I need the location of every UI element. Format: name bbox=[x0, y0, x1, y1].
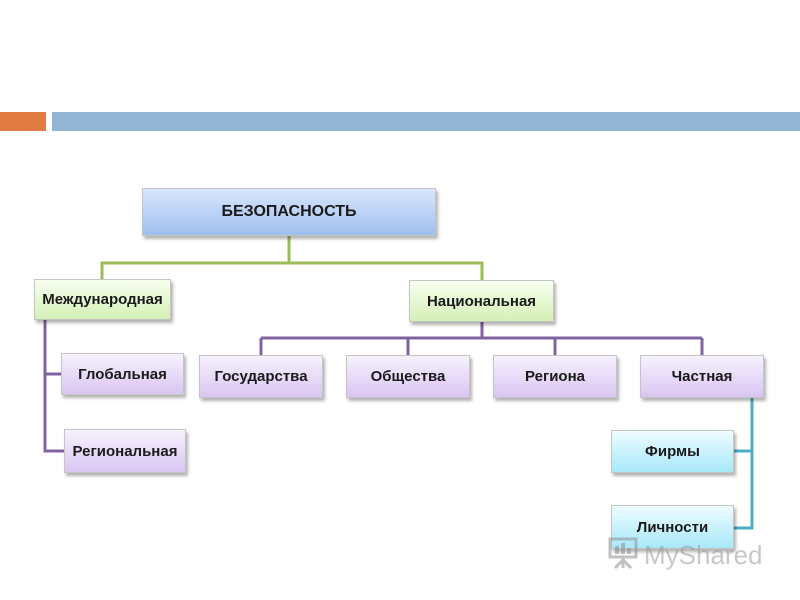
node-state: Государства bbox=[199, 355, 323, 398]
connector-international-trunk bbox=[43, 320, 64, 453]
connectors-cyan bbox=[734, 397, 754, 530]
node-region: Региона bbox=[493, 355, 617, 398]
connectors-green bbox=[100, 236, 484, 280]
node-society: Общества bbox=[346, 355, 470, 398]
node-persons: Личности bbox=[611, 505, 734, 549]
node-private: Частная bbox=[640, 355, 764, 398]
accent-bar-orange bbox=[0, 112, 46, 131]
node-firms: Фирмы bbox=[611, 430, 734, 473]
presentation-board-icon bbox=[608, 536, 638, 575]
connector-root-international bbox=[100, 236, 291, 279]
connector-private-trunk bbox=[734, 397, 754, 530]
watermark: MyShared bbox=[608, 537, 763, 573]
connector-root-national bbox=[289, 261, 484, 280]
watermark-text: MyShared bbox=[644, 539, 763, 570]
connectors-purple bbox=[43, 320, 704, 453]
node-international: Международная bbox=[34, 279, 171, 320]
node-regional: Региональная bbox=[64, 429, 186, 473]
node-global: Глобальная bbox=[61, 353, 184, 395]
accent-bar-blue bbox=[52, 112, 800, 131]
node-root: БЕЗОПАСНОСТЬ bbox=[142, 188, 436, 236]
node-national: Национальная bbox=[409, 280, 554, 322]
